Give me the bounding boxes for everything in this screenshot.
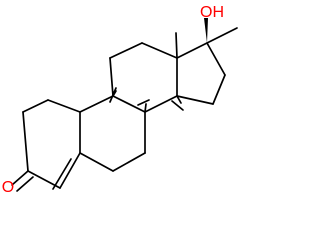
bond-c4-c5-double xyxy=(52,158,72,190)
hash-c8-1 xyxy=(144,103,147,113)
bond-c12-c13 xyxy=(141,42,178,59)
molecule-structure: O OH xyxy=(2,4,238,196)
ketone-oxygen-label: O xyxy=(2,179,14,196)
bond-c16-c15 xyxy=(212,74,226,105)
bond-c4-c3 xyxy=(27,170,61,189)
bond-c14-c8 xyxy=(144,95,178,113)
bond-c7-c6 xyxy=(112,152,146,172)
bond-c6-c5 xyxy=(79,152,114,172)
bond-c11-c12 xyxy=(109,42,143,59)
bond-c5-c4 xyxy=(59,152,81,189)
bond-c17-oh-wedge xyxy=(204,18,208,43)
ring-d xyxy=(176,42,226,105)
bond-c3-c1 xyxy=(22,111,29,172)
bond-c17-methyl xyxy=(206,27,238,44)
bond-c2-c10 xyxy=(47,99,81,113)
bond-c17-c16 xyxy=(206,42,226,76)
bond-c9-c8 xyxy=(112,95,146,113)
hash-c8-2 xyxy=(137,99,150,106)
bond-c9-c11 xyxy=(109,57,114,97)
hash-c14-2 xyxy=(171,100,184,111)
substituents: OH xyxy=(175,4,238,59)
bond-c1-c2 xyxy=(22,99,49,113)
bond-c15-c14 xyxy=(176,95,214,105)
stereo-hydrogens xyxy=(109,87,184,113)
bond-c3-o xyxy=(11,170,29,186)
ring-a xyxy=(22,99,81,190)
bond-c10-c9 xyxy=(79,95,114,113)
ring-b xyxy=(79,95,146,172)
ring-c xyxy=(109,42,178,113)
hash-c9-2 xyxy=(109,87,117,103)
ketone-group: O xyxy=(2,170,34,196)
bond-c13-c17 xyxy=(176,42,208,59)
hydroxyl-label: OH xyxy=(200,4,224,21)
bond-c3-o-double xyxy=(16,176,34,192)
bond-c13-methyl xyxy=(175,32,178,59)
hash-c14-1 xyxy=(176,95,182,104)
